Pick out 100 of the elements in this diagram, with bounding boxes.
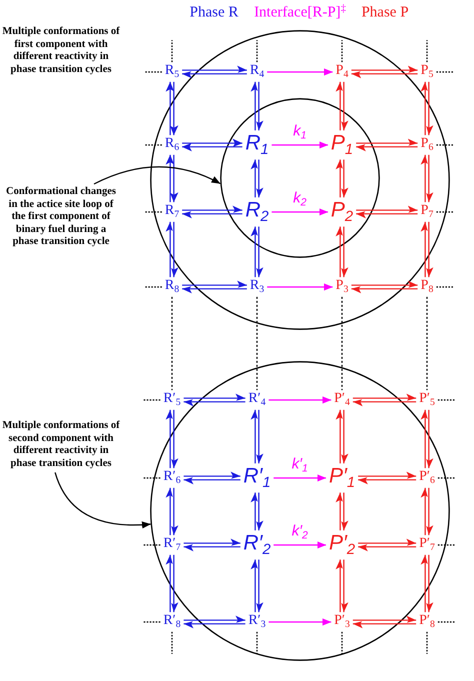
state-label: R$_{7}$	[164, 204, 180, 220]
state-label: P′$_{6}$	[419, 470, 435, 486]
state-label: R′$_{6}$	[163, 470, 181, 486]
dashed-line	[171, 40, 173, 62]
dashed-line	[436, 144, 454, 146]
dashed-line	[341, 40, 343, 62]
circle-outline	[220, 98, 380, 258]
annotation-text: Multiple conformations of second component with different reactivity in phase transition cycles	[2, 420, 120, 470]
dashed-line	[256, 40, 258, 62]
state-label: R′$_{4}$	[248, 392, 266, 408]
equilibrium-arrow	[336, 492, 348, 531]
equilibrium-arrow	[350, 66, 418, 78]
dashed-line	[341, 632, 343, 654]
state-label: R$_{8}$	[164, 279, 180, 295]
dashed-line	[256, 632, 258, 654]
state-label: P′$_{8}$	[419, 614, 435, 630]
equilibrium-arrow	[166, 81, 178, 136]
equilibrium-arrow	[420, 154, 434, 203]
edge-label: k$_{1}$	[292, 123, 308, 141]
equilibrium-arrow	[356, 138, 418, 152]
equilibrium-arrow	[420, 81, 434, 136]
equilibrium-arrow	[166, 221, 178, 278]
state-label: R$_{5}$	[164, 64, 180, 80]
equilibrium-arrow	[250, 492, 264, 531]
column-heading: Phase R	[190, 4, 238, 22]
dashed-line	[436, 286, 454, 288]
dashed-line	[171, 296, 173, 390]
dashed-line	[144, 144, 162, 146]
equilibrium-arrow	[166, 154, 178, 203]
equilibrium-arrow	[336, 81, 348, 131]
state-label: P$_{5}$	[420, 64, 434, 80]
equilibrium-arrow	[182, 138, 243, 152]
arrow	[267, 68, 333, 76]
column-heading: Interface[R-P]$^{‡}$	[254, 4, 346, 22]
state-label: P′$_{3}$	[334, 614, 350, 630]
column-heading: Phase P	[361, 4, 409, 22]
equilibrium-arrow	[183, 538, 241, 552]
equilibrium-arrow	[336, 559, 348, 613]
dashed-line	[438, 477, 456, 479]
dashed-line	[142, 544, 160, 546]
state-label: R′$_{1}$	[243, 465, 271, 491]
equilibrium-arrow	[166, 554, 178, 613]
dashed-line	[256, 296, 258, 390]
dashed-line	[144, 71, 162, 73]
equilibrium-arrow	[420, 409, 434, 469]
circle-outline	[150, 361, 450, 661]
dashed-line	[438, 621, 456, 623]
equilibrium-arrow	[182, 280, 248, 294]
equilibrium-arrow	[183, 472, 241, 484]
dashed-line	[436, 211, 454, 213]
state-label: R′$_{8}$	[163, 614, 181, 630]
state-label: P′$_{7}$	[419, 537, 435, 553]
edge-label: k′$_{2}$	[290, 523, 309, 541]
annotation-text: Conformational changes in the actice site loop of the first component of binary fuel during a phase transition cycle	[2, 186, 120, 249]
equilibrium-arrow	[336, 409, 348, 464]
equilibrium-arrow	[250, 559, 264, 613]
curved-arrow	[54, 472, 151, 528]
state-label: R$_{3}$	[250, 279, 264, 295]
arrow	[268, 396, 332, 404]
equilibrium-arrow	[352, 394, 417, 406]
state-label: P$_{1}$	[330, 132, 354, 158]
state-label: R′$_{5}$	[163, 392, 181, 408]
state-label: R′$_{3}$	[248, 614, 266, 630]
equilibrium-arrow	[183, 394, 246, 406]
dashed-line	[426, 632, 428, 654]
equilibrium-arrow	[166, 409, 178, 469]
state-label: R$_{1}$	[245, 132, 269, 158]
state-label: R′$_{2}$	[243, 532, 271, 558]
equilibrium-arrow	[420, 554, 434, 613]
equilibrium-arrow	[356, 206, 418, 218]
annotation-text: Multiple conformations of first component with different reactivity in phase transition cycles	[2, 26, 120, 76]
state-label: P$_{7}$	[420, 204, 434, 220]
circle-outline	[150, 30, 450, 330]
state-label: P′$_{2}$	[328, 532, 356, 558]
equilibrium-arrow	[250, 159, 264, 198]
equilibrium-arrow	[182, 66, 248, 78]
arrow	[268, 618, 332, 626]
state-label: R$_{4}$	[250, 64, 264, 80]
equilibrium-arrow	[420, 487, 434, 536]
state-label: P$_{6}$	[420, 137, 434, 153]
arrow	[272, 141, 328, 149]
dashed-line	[142, 477, 160, 479]
equilibrium-arrow	[166, 487, 178, 536]
dashed-line	[426, 40, 428, 62]
equilibrium-arrow	[250, 81, 264, 131]
state-label: P$_{3}$	[336, 279, 348, 295]
dashed-line	[144, 211, 162, 213]
dashed-line	[142, 621, 160, 623]
equilibrium-arrow	[183, 616, 246, 628]
dashed-line	[171, 632, 173, 654]
equilibrium-arrow	[352, 616, 417, 628]
equilibrium-arrow	[250, 409, 264, 464]
state-label: P$_{4}$	[336, 64, 348, 80]
arrow	[274, 541, 326, 549]
arrow	[274, 474, 326, 482]
dashed-line	[438, 544, 456, 546]
dashed-line	[341, 296, 343, 390]
state-label: R′$_{7}$	[163, 537, 181, 553]
equilibrium-arrow	[420, 221, 434, 278]
state-label: P$_{8}$	[420, 279, 434, 295]
